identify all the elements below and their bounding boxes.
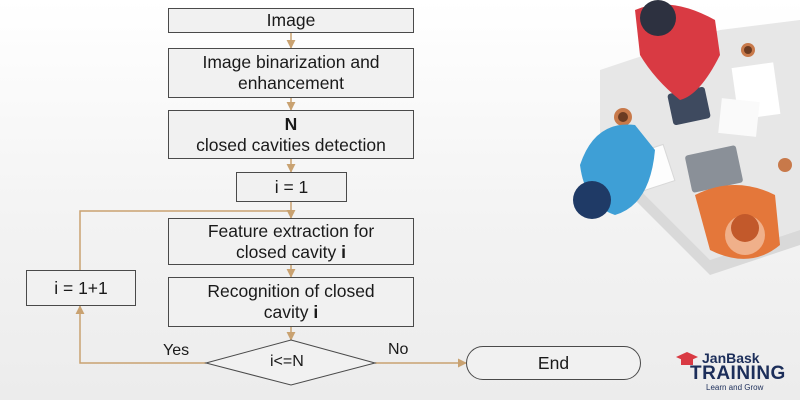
- detection-n: N: [284, 113, 298, 134]
- laptop-icon: [685, 145, 743, 193]
- coffee-cup-icon: [778, 158, 792, 172]
- feature-line1: Feature extraction for: [207, 220, 375, 241]
- paper-sheet: [718, 98, 760, 137]
- feature-step: Feature extraction for closed cavity i: [168, 218, 414, 265]
- recognition-line2: cavity: [263, 302, 314, 322]
- no-label: No: [388, 341, 409, 358]
- end-terminal: End: [466, 346, 641, 380]
- person-orange-right-hair: [731, 214, 759, 242]
- person-red-top-head: [640, 0, 676, 36]
- image-step-label: Image: [266, 10, 316, 30]
- logo-brand-top: JanBask: [702, 350, 760, 366]
- coffee-cup-icon: [744, 46, 752, 54]
- binarization-line2: enhancement: [237, 73, 345, 93]
- graduation-cap-icon: [676, 352, 698, 365]
- recognition-step: Recognition of closed cavity i: [168, 277, 414, 327]
- feature-var: i: [341, 241, 346, 262]
- init-label: i = 1: [274, 176, 309, 197]
- detection-step: N closed cavities detection: [168, 110, 414, 159]
- init-step: i = 1: [236, 172, 347, 202]
- increment-step: i = 1+1: [26, 270, 136, 306]
- arrow-yes-to-increment: [75, 305, 206, 364]
- coffee-cup-icon: [618, 112, 628, 122]
- table-shadow: [600, 150, 800, 275]
- binarization-line1: Image binarization and: [202, 52, 380, 72]
- logo-tagline: Learn and Grow: [706, 383, 764, 392]
- decision-diamond: [204, 339, 377, 386]
- logo-brand-main: TRAINING: [690, 363, 786, 384]
- person-blue-left-head: [573, 181, 611, 219]
- feature-line2: closed cavity: [236, 241, 342, 262]
- yes-label: Yes: [163, 342, 190, 359]
- detection-text: closed cavities detection: [196, 134, 386, 155]
- recognition-line1: Recognition of closed: [207, 281, 375, 301]
- binarization-step: Image binarization and enhancement: [168, 48, 414, 98]
- end-label: End: [537, 352, 570, 373]
- janbask-logo: JanBask TRAINING Learn and Grow: [676, 350, 796, 394]
- recognition-var: i: [313, 302, 319, 322]
- increment-label: i = 1+1: [54, 277, 108, 298]
- meeting-illustration: [573, 0, 800, 275]
- arrow-increment-to-feature: [79, 210, 291, 270]
- decision-label: i<=N: [270, 353, 304, 370]
- image-step: Image: [168, 8, 414, 33]
